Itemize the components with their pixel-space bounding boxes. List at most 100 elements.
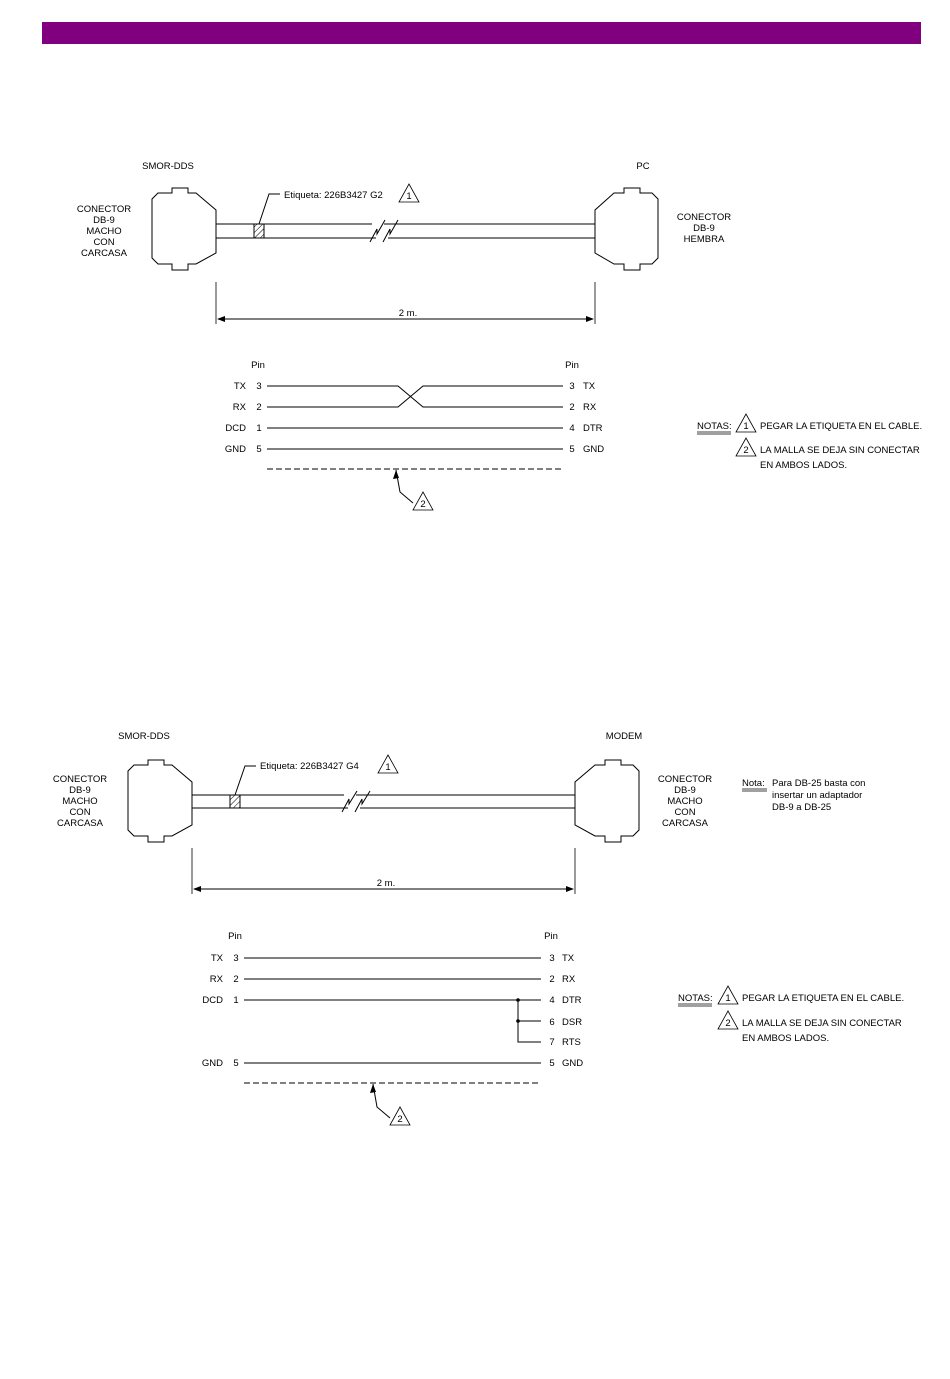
d1-wire-row: TX 3 3 TX	[234, 381, 596, 392]
d2-right-connector-label: CONECTOR DB-9 MACHO CON CARCASA	[658, 774, 712, 829]
d2-right-pin: 6	[549, 1017, 554, 1028]
d1-note1-text: PEGAR LA ETIQUETA EN EL CABLE.	[760, 421, 922, 432]
d2-left-pin: 2	[233, 974, 238, 985]
d2-junction-dot	[516, 998, 520, 1002]
d2-right-signal: DTR	[562, 995, 582, 1006]
d2-right-connector-shape	[574, 759, 640, 843]
d1-break-mark	[369, 219, 386, 243]
d1-notes-title: NOTAS:	[697, 421, 732, 432]
d1-label-ref: 1	[406, 191, 411, 202]
d2-pin-header-right: Pin	[544, 931, 558, 942]
d2-rc-line: CARCASA	[662, 818, 709, 829]
d2-note1-text: PEGAR LA ETIQUETA EN EL CABLE.	[742, 993, 904, 1004]
d2-right-pin: 2	[549, 974, 554, 985]
diagram-2: SMOR-DDS MODEM CONECTOR DB-9 MACHO CON C…	[53, 731, 904, 1126]
d2-rc-line: MACHO	[667, 796, 702, 807]
d1-right-pin: 4	[569, 423, 574, 434]
d2-wire-row: TX 3 3 TX	[211, 953, 575, 964]
d2-right-signal: RTS	[562, 1037, 581, 1048]
d1-right-device: PC	[636, 161, 649, 172]
d2-wire-row: GND 5 5 GND	[202, 1058, 583, 1069]
diagram-1: SMOR-DDS PC CONECTOR DB-9 MACHO CON CARC…	[77, 161, 922, 511]
header-bar	[42, 22, 921, 44]
d2-label-ref-triangle: 1	[377, 754, 399, 774]
d1-note2-line2: EN AMBOS LADOS.	[760, 460, 847, 471]
d1-pin-header-right: Pin	[565, 360, 579, 371]
d1-right-signal: TX	[583, 381, 596, 392]
d1-label-leader	[258, 193, 280, 225]
d2-right-signal: RX	[562, 974, 576, 985]
d2-right-signal: GND	[562, 1058, 583, 1069]
d1-notes: NOTAS: 1 PEGAR LA ETIQUETA EN EL CABLE. …	[697, 413, 922, 471]
d1-rc-line: CONECTOR	[677, 212, 731, 223]
d2-label-leader	[234, 765, 256, 796]
d2-left-pin: 1	[233, 995, 238, 1006]
d1-left-device: SMOR-DDS	[142, 161, 194, 172]
d1-label-tag	[253, 223, 265, 239]
d1-right-signal: RX	[583, 402, 597, 413]
d1-lc-line: CONECTOR	[77, 204, 131, 215]
d1-wire-row: DCD 1 4 DTR	[225, 423, 602, 434]
d2-lc-line: CON	[69, 807, 90, 818]
d2-lc-line: CARCASA	[57, 818, 104, 829]
d2-left-pin: 3	[233, 953, 238, 964]
d1-right-signal: DTR	[583, 423, 603, 434]
d2-rc-line: CON	[674, 807, 695, 818]
d1-label-ref-triangle: 1	[398, 183, 420, 203]
d1-lc-line: CARCASA	[81, 248, 128, 259]
d2-side-note: Nota: Para DB-25 basta con insertar un a…	[742, 778, 865, 813]
d2-left-signal: GND	[202, 1058, 223, 1069]
d1-shield-ref: 2	[420, 499, 425, 510]
d2-note2-line2: EN AMBOS LADOS.	[742, 1033, 829, 1044]
d2-break-mark	[354, 790, 371, 813]
d1-length: 2 m.	[399, 308, 417, 319]
d1-right-connector-label: CONECTOR DB-9 HEMBRA	[677, 212, 731, 245]
d2-left-device: SMOR-DDS	[118, 731, 170, 742]
d1-wire-tx-to-rx	[267, 385, 563, 408]
d1-shield-ref-triangle: 2	[412, 491, 434, 511]
d1-left-pin: 3	[256, 381, 261, 392]
d2-side-note-title: Nota:	[742, 778, 765, 789]
d2-pin-header-left: Pin	[228, 931, 242, 942]
d1-right-signal: GND	[583, 444, 604, 455]
d2-wire-row: 6 DSR	[549, 1017, 582, 1028]
d1-left-pin: 1	[256, 423, 261, 434]
d1-lc-line: DB-9	[93, 215, 115, 226]
d1-left-signal: TX	[234, 381, 247, 392]
d2-left-signal: TX	[211, 953, 224, 964]
d2-length: 2 m.	[377, 878, 395, 889]
d2-right-pin: 5	[549, 1058, 554, 1069]
d2-break-mark	[341, 790, 358, 813]
d1-rc-line: HEMBRA	[684, 234, 725, 245]
d2-rc-line: CONECTOR	[658, 774, 712, 785]
d2-shield-ref: 2	[397, 1114, 402, 1125]
d2-shield-ref-triangle: 2	[389, 1106, 411, 1126]
d2-notes: NOTAS: 1 PEGAR LA ETIQUETA EN EL CABLE. …	[678, 985, 904, 1044]
d2-left-signal: DCD	[202, 995, 223, 1006]
d2-left-pin: 5	[233, 1058, 238, 1069]
d2-note2-ref: 2	[725, 1018, 730, 1029]
d2-side-note-line: insertar un adaptador	[772, 790, 862, 801]
d2-wire-row: RX 2 2 RX	[210, 974, 576, 985]
d1-wire-row: GND 5 5 GND	[225, 444, 604, 455]
d2-wire-row: 7 RTS	[549, 1037, 580, 1048]
d1-note2-line1: LA MALLA SE DEJA SIN CONECTAR	[760, 445, 920, 456]
d2-right-signal: DSR	[562, 1017, 582, 1028]
d1-right-connector-shape	[594, 187, 659, 271]
d2-lc-line: CONECTOR	[53, 774, 107, 785]
d1-lc-line: CON	[93, 237, 114, 248]
d1-shield-leader	[395, 469, 414, 504]
d2-side-note-line: DB-9 a DB-25	[772, 802, 831, 813]
d2-shield-arrow	[370, 1084, 376, 1093]
d2-right-device: MODEM	[606, 731, 643, 742]
d2-wire-row: DCD 1 4 DTR	[202, 995, 581, 1006]
d2-label-tag	[229, 794, 241, 809]
d1-left-signal: DCD	[225, 423, 246, 434]
d1-left-connector-label: CONECTOR DB-9 MACHO CON CARCASA	[77, 204, 131, 259]
d2-right-pin: 4	[549, 995, 554, 1006]
d2-right-pin: 3	[549, 953, 554, 964]
d2-side-note-line: Para DB-25 basta con	[772, 778, 865, 789]
d2-lc-line: MACHO	[62, 796, 97, 807]
